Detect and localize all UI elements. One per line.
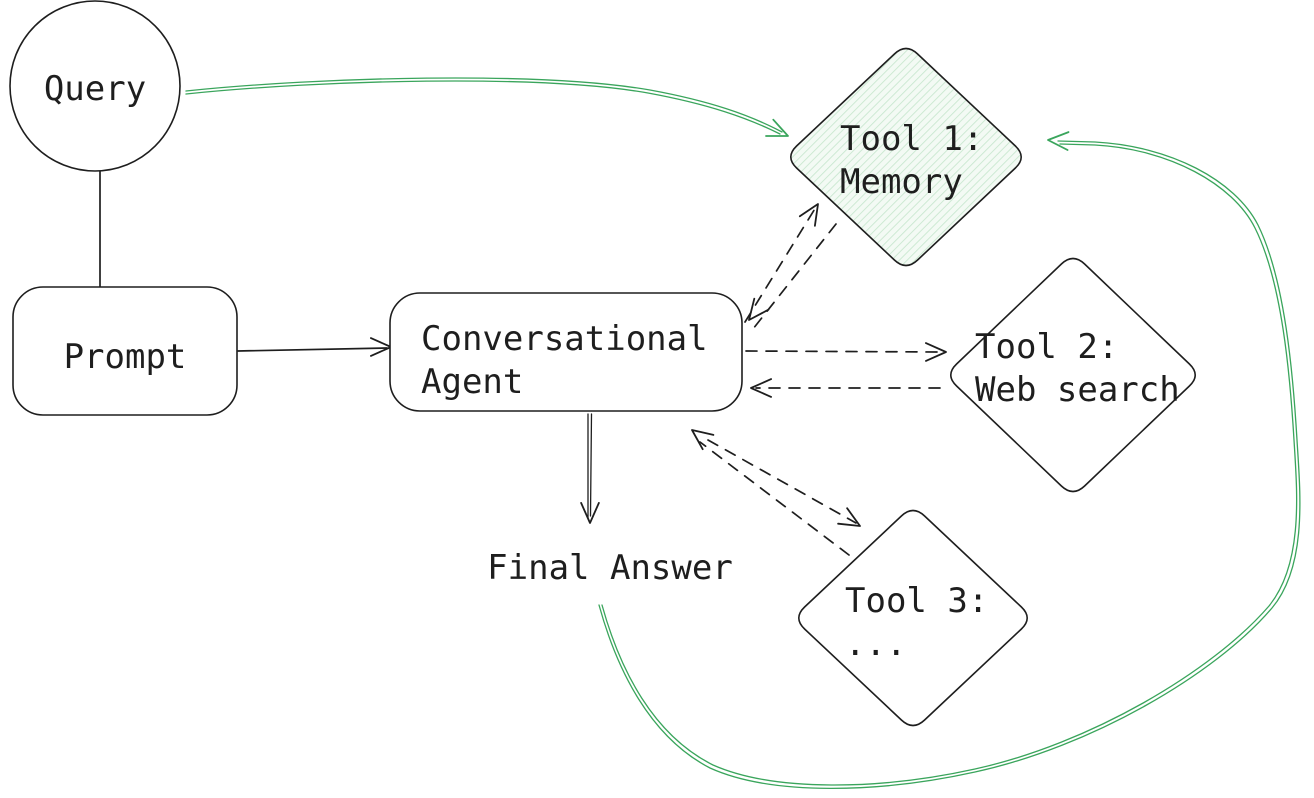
- arrowhead: [1047, 131, 1070, 151]
- edges: [99, 77, 1301, 789]
- prompt-box: [12, 286, 238, 416]
- edge-tool3-agent: [699, 441, 850, 556]
- edge-agent-final-stroke2: [589, 413, 593, 517]
- tool3-node: Tool 3:...: [798, 509, 1028, 727]
- edge-agent-tool1: [744, 206, 817, 323]
- tool2-node: Tool 2:Web search: [950, 257, 1196, 493]
- arrowhead: [750, 378, 772, 398]
- edge-final-tool1: [598, 140, 1301, 789]
- tool1-node: Tool 1:Memory: [790, 47, 1022, 267]
- tool2-diamond: [950, 257, 1196, 493]
- arrowhead: [370, 337, 392, 357]
- arrowhead: [580, 502, 600, 524]
- edge-agent-tool3: [707, 439, 857, 524]
- tool1-diamond: [790, 47, 1022, 267]
- arrowhead: [798, 203, 819, 227]
- tool2-label: Tool 2:Web search: [975, 327, 1180, 410]
- tool1-label: Tool 1:Memory: [840, 119, 983, 202]
- query-node: Query: [9, 0, 181, 172]
- final-answer-label: Final Answer: [487, 548, 733, 588]
- prompt-node: Prompt: [12, 286, 238, 416]
- arrowhead: [765, 118, 789, 137]
- edge-query-tool1-stroke2: [185, 80, 781, 135]
- prompt-label: Prompt: [64, 337, 187, 377]
- tool3-diamond: [798, 509, 1028, 727]
- arrowhead: [925, 342, 947, 362]
- arrowhead: [837, 507, 861, 527]
- arrowheads: [370, 118, 1070, 527]
- arrowhead: [691, 429, 715, 451]
- edge-prompt-agent: [237, 347, 388, 352]
- edge-query-tool1: [185, 77, 783, 133]
- edge-final-tool1-stroke2: [601, 143, 1298, 786]
- tool3-label: Tool 3:...: [845, 581, 988, 664]
- edge-tool1-agent: [752, 223, 837, 330]
- query-label: Query: [44, 69, 146, 109]
- query-circle: [9, 0, 181, 172]
- edge-agent-tool2: [745, 350, 939, 353]
- arrowhead: [748, 297, 770, 321]
- agent-box: [389, 292, 743, 412]
